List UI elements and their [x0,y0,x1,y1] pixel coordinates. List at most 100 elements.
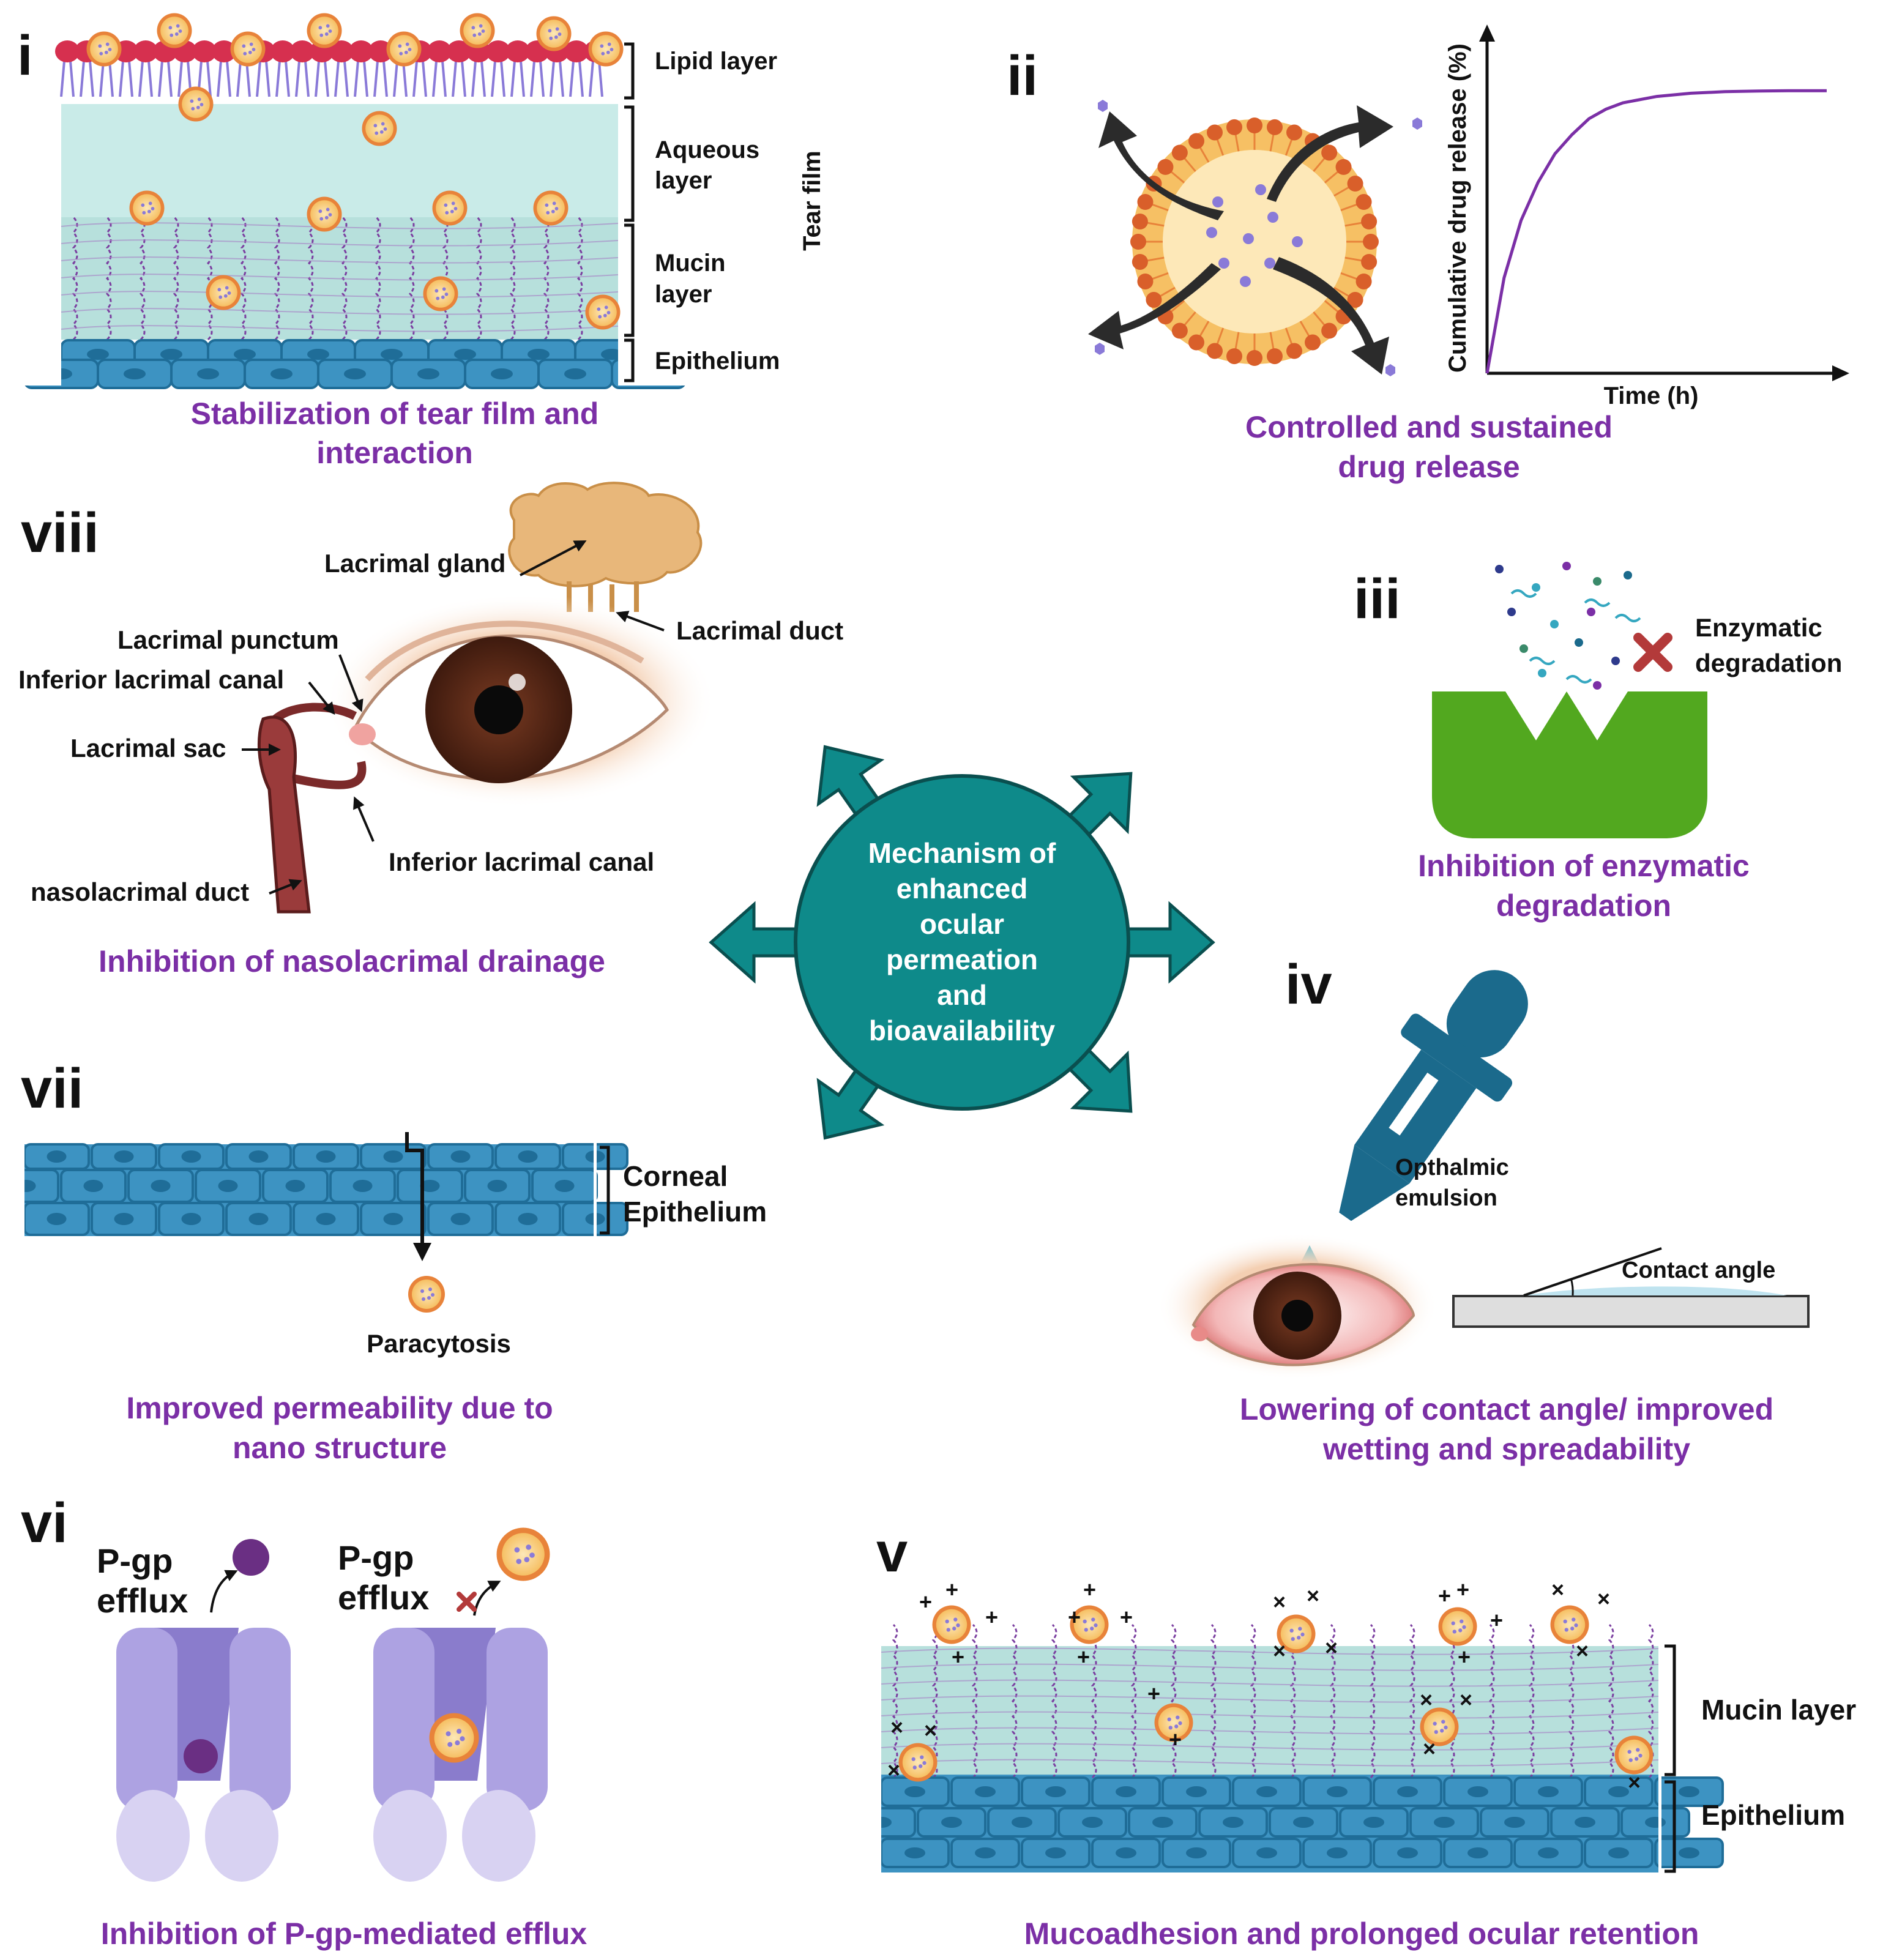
label-epithelium-v: Epithelium [1701,1799,1845,1831]
label-pgp-1: P-gp [97,1541,173,1580]
nanoparticle [432,190,468,226]
caption-iv-line1: Lowering of contact angle/ improved [1240,1392,1773,1426]
label-efflux-1: efflux [97,1581,188,1620]
red-eye [1157,1233,1438,1380]
caption-iii-line1: Inhibition of enzymatic [1418,849,1750,883]
svg-text:+: + [1458,1644,1471,1669]
release-chart: Time (h) Cumulative drug release (%) [1444,24,1849,409]
label-enzymatic-1: Enzymatic [1695,613,1822,642]
nanoparticle [386,31,422,67]
dropper [1339,970,1528,1221]
caption-i-line2: interaction [316,436,473,470]
panel-i-numeral: i [17,24,33,87]
panel-ii-drug-release: ii Time (h) Cumulat [1007,24,1849,484]
label-lacrimal-gland: Lacrimal gland [324,549,505,578]
liposome [1130,117,1379,366]
center-mechanism: Mechanism of enhanced ocular permeation … [709,745,1215,1140]
svg-text:×: × [924,1718,937,1743]
svg-text:+: + [945,1577,958,1602]
svg-text:+: + [919,1589,932,1614]
corneal-cells [0,1138,628,1242]
panel-viii-nasolacrimal: viii Lac [18,482,843,978]
svg-text:×: × [1460,1687,1472,1712]
label-corneal-2: Epithelium [623,1196,767,1228]
pgp-transporter-1 [116,1628,291,1882]
label-opthalmic: Opthalmic [1395,1155,1509,1180]
label-efflux-2: efflux [338,1578,429,1617]
label-lacrimal-punctum: Lacrimal punctum [117,625,339,654]
contact-angle-diagram [1452,1247,1810,1328]
svg-text:+: + [1077,1644,1090,1669]
x-mark-efflux [457,1592,477,1612]
tear-film-brackets [624,42,635,382]
svg-text:+: + [985,1604,998,1630]
caption-v: Mucoadhesion and prolonged ocular retent… [1024,1917,1699,1951]
nanoparticle [536,16,572,51]
epithelium-cells-v [845,1775,1724,1879]
label-enzymatic-2: degradation [1695,649,1842,677]
center-line-5: and [937,979,987,1011]
nanoparticle [307,13,342,48]
efflux-arrow-1 [210,1570,238,1613]
svg-text:+: + [1147,1681,1160,1706]
panel-vii-numeral: vii [21,1057,83,1120]
label-contact-angle: Contact angle [1622,1258,1775,1283]
nanoparticle [307,196,342,232]
panel-vi-numeral: vi [21,1492,68,1554]
svg-text:×: × [1325,1635,1338,1660]
svg-text:×: × [1628,1770,1641,1795]
nanoparticle [157,13,192,48]
label-tear-film: Tear film [799,151,826,251]
label-nasolacrimal-duct: nasolacrimal duct [31,878,249,906]
svg-text:×: × [1551,1577,1564,1602]
svg-text:+: + [1456,1577,1469,1602]
nanoparticle [206,275,241,310]
svg-text:+: + [1490,1608,1503,1633]
caption-i-line1: Stabilization of tear film and [191,397,599,431]
caption-viii: Inhibition of nasolacrimal drainage [99,944,605,978]
nanoparticle [588,31,624,67]
label-mucin-layer-v: Mucin layer [1701,1694,1856,1726]
label-emulsion: emulsion [1395,1185,1497,1211]
svg-text:+: + [952,1644,964,1669]
release-chart-ylabel: Cumulative drug release (%) [1444,43,1471,373]
label-corneal-1: Corneal [623,1160,728,1192]
viii-pointer-arrows [242,540,665,895]
paracytosis-arrow [405,1132,431,1261]
panel-viii-numeral: viii [21,502,99,564]
nanoparticle [86,31,122,67]
label-inferior-canal-bottom: Inferior lacrimal canal [389,848,654,876]
label-inferior-canal-top: Inferior lacrimal canal [18,665,284,694]
nanoparticle [178,86,214,122]
center-line-1: Mechanism of [868,837,1056,869]
center-circle [794,774,1130,1111]
panel-v-numeral: v [876,1521,908,1584]
released-drug-molecules [1095,100,1422,376]
nanoparticle [932,1605,971,1644]
caption-iv-line2: wetting and spreadability [1322,1432,1690,1466]
caption-ii-line2: drug release [1338,450,1519,484]
release-chart-xlabel: Time (h) [1604,382,1699,409]
label-aqueous-1: Aqueous [655,136,759,163]
label-lacrimal-sac: Lacrimal sac [70,734,226,762]
corneal-bracket [600,1146,610,1235]
label-pgp-2: P-gp [338,1538,414,1577]
eye-anatomy [324,594,716,808]
blocked-nanoparticle [496,1527,550,1581]
panel-iii-enzymatic: iii Enzymatic degradation Inhibition of … [1354,562,1842,923]
lipid-layer-heads [55,40,608,97]
x-mark-enzymatic [1633,633,1672,672]
svg-text:×: × [1420,1687,1433,1712]
center-line-2: enhanced [897,873,1028,904]
nanoparticle [362,111,397,146]
nanoparticle [129,190,165,226]
nanoparticles-v: ++++++++××××++++×××++××××××× [887,1577,1654,1795]
svg-text:×: × [1273,1589,1286,1614]
nanoparticle [585,294,621,330]
label-lacrimal-duct: Lacrimal duct [676,616,843,645]
svg-text:+: + [1083,1577,1096,1602]
svg-text:×: × [1307,1583,1319,1608]
svg-text:+: + [1068,1604,1081,1630]
svg-text:×: × [1423,1736,1436,1761]
mucin-strands [61,216,619,341]
